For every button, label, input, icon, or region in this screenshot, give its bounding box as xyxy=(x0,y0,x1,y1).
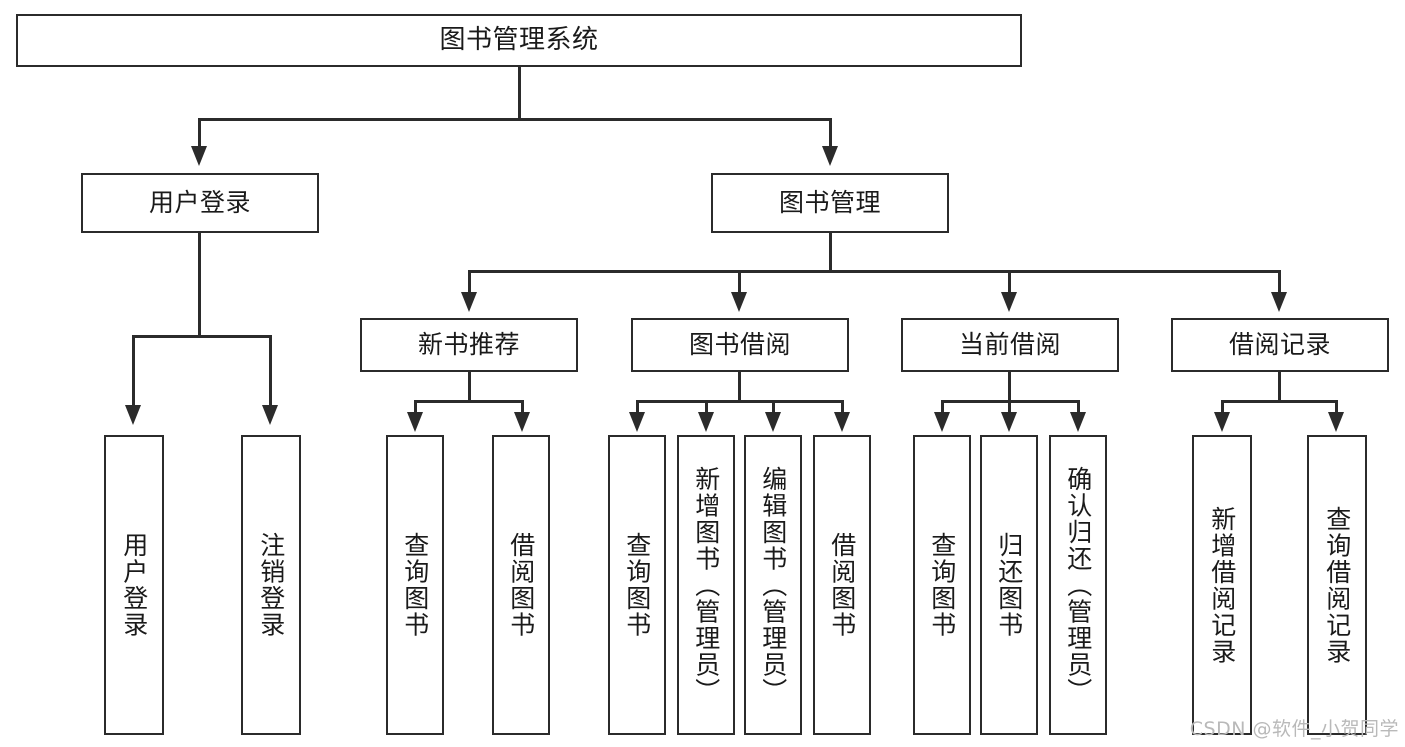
node-label: 图书借阅 xyxy=(688,329,791,359)
leaf-book-borrow-add-book-admin[interactable]: 新增图书（管理员） xyxy=(677,435,735,735)
connector-currentborrow-to-leaf-1 xyxy=(941,400,944,414)
connector-borrow-record-stem xyxy=(1278,372,1281,402)
node-root-book-management-system[interactable]: 图书管理系统 xyxy=(16,14,1022,67)
leaf-book-borrow-query-book[interactable]: 查询图书 xyxy=(608,435,666,735)
csdn-watermark: CSDN @软件_小贺同学 xyxy=(1189,718,1399,740)
connector-book-borrow-stem xyxy=(738,372,741,402)
arrow-root-to-book-management xyxy=(822,146,838,166)
leaf-borrow-record-add-record[interactable]: 新增借阅记录 xyxy=(1192,435,1252,735)
connector-bm-to-book-borrow xyxy=(738,270,741,294)
arrow-root-to-user-login xyxy=(191,146,207,166)
node-label: 新增借阅记录 xyxy=(1207,505,1237,665)
leaf-current-borrow-confirm-return-admin[interactable]: 确认归还（管理员） xyxy=(1049,435,1107,735)
node-label: 借阅记录 xyxy=(1228,329,1331,359)
node-borrow-record[interactable]: 借阅记录 xyxy=(1171,318,1389,372)
connector-bookborrow-to-leaf-2 xyxy=(705,400,708,414)
node-label: 图书管理 xyxy=(778,187,881,217)
node-label: 查询借阅记录 xyxy=(1322,505,1352,665)
connector-new-book-stem xyxy=(468,372,471,402)
connector-bm-to-new-book xyxy=(468,270,471,294)
leaf-user-login-login[interactable]: 用户登录 xyxy=(104,435,164,735)
connector-root-to-book-management xyxy=(829,118,832,148)
arrow-bookborrow-to-leaf-2 xyxy=(698,412,714,432)
connector-bm-to-current-borrow xyxy=(1008,270,1011,294)
node-label: 新书推荐 xyxy=(417,329,520,359)
node-book-borrow[interactable]: 图书借阅 xyxy=(631,318,849,372)
connector-user-login-bar xyxy=(132,335,272,338)
node-label: 用户登录 xyxy=(148,187,251,217)
connector-bookborrow-to-leaf-3 xyxy=(772,400,775,414)
node-label: 借阅图书 xyxy=(827,532,857,638)
arrow-currentborrow-to-leaf-2 xyxy=(1001,412,1017,432)
connector-user-login-to-leaf-2 xyxy=(269,335,272,407)
arrow-bm-to-borrow-record xyxy=(1271,292,1287,312)
connector-book-management-stem xyxy=(829,233,832,273)
node-label: 查询图书 xyxy=(927,532,957,638)
connector-book-management-bar xyxy=(468,270,1280,273)
arrow-bookborrow-to-leaf-4 xyxy=(834,412,850,432)
node-user-login[interactable]: 用户登录 xyxy=(81,173,319,233)
arrow-bm-to-new-book xyxy=(461,292,477,312)
arrow-currentborrow-to-leaf-3 xyxy=(1070,412,1086,432)
connector-user-login-to-leaf-1 xyxy=(132,335,135,407)
leaf-borrow-record-query-record[interactable]: 查询借阅记录 xyxy=(1307,435,1367,735)
leaf-book-borrow-edit-book-admin[interactable]: 编辑图书（管理员） xyxy=(744,435,802,735)
arrow-bookborrow-to-leaf-1 xyxy=(629,412,645,432)
node-label: 归还图书 xyxy=(994,532,1024,638)
leaf-book-borrow-borrow-book[interactable]: 借阅图书 xyxy=(813,435,871,735)
connector-current-borrow-stem xyxy=(1008,372,1011,402)
node-label: 借阅图书 xyxy=(506,532,536,638)
node-new-book-recommend[interactable]: 新书推荐 xyxy=(360,318,578,372)
arrow-bookborrow-to-leaf-3 xyxy=(765,412,781,432)
arrow-newbook-to-leaf-1 xyxy=(407,412,423,432)
connector-bookborrow-to-leaf-1 xyxy=(636,400,639,414)
arrow-bm-to-book-borrow xyxy=(731,292,747,312)
node-label: 注销登录 xyxy=(256,532,286,638)
leaf-new-book-borrow-book[interactable]: 借阅图书 xyxy=(492,435,550,735)
arrow-newbook-to-leaf-2 xyxy=(514,412,530,432)
connector-new-book-bar xyxy=(414,400,524,403)
connector-user-login-stem xyxy=(198,233,201,337)
node-label: 当前借阅 xyxy=(958,329,1061,359)
connector-bm-to-borrow-record xyxy=(1278,270,1281,294)
connector-bookborrow-to-leaf-4 xyxy=(841,400,844,414)
arrow-user-login-to-leaf-1 xyxy=(125,405,141,425)
connector-currentborrow-to-leaf-2 xyxy=(1008,400,1011,414)
node-label: 新增图书（管理员） xyxy=(691,465,721,705)
node-label: 图书管理系统 xyxy=(439,24,599,55)
node-book-management[interactable]: 图书管理 xyxy=(711,173,949,233)
leaf-current-borrow-return-book[interactable]: 归还图书 xyxy=(980,435,1038,735)
node-label: 用户登录 xyxy=(119,532,149,638)
arrow-user-login-to-leaf-2 xyxy=(262,405,278,425)
arrow-borrowrecord-to-leaf-2 xyxy=(1328,412,1344,432)
connector-newbook-to-leaf-2 xyxy=(521,400,524,414)
node-label: 编辑图书（管理员） xyxy=(758,465,788,705)
arrow-borrowrecord-to-leaf-1 xyxy=(1214,412,1230,432)
connector-root-stem xyxy=(518,67,521,120)
arrow-bm-to-current-borrow xyxy=(1001,292,1017,312)
connector-borrowrecord-to-leaf-2 xyxy=(1335,400,1338,414)
node-label: 查询图书 xyxy=(622,532,652,638)
node-current-borrow[interactable]: 当前借阅 xyxy=(901,318,1119,372)
leaf-user-login-logout[interactable]: 注销登录 xyxy=(241,435,301,735)
connector-currentborrow-to-leaf-3 xyxy=(1077,400,1080,414)
leaf-new-book-query-book[interactable]: 查询图书 xyxy=(386,435,444,735)
node-label: 查询图书 xyxy=(400,532,430,638)
connector-borrowrecord-to-leaf-1 xyxy=(1221,400,1224,414)
connector-borrow-record-bar xyxy=(1221,400,1338,403)
node-label: 确认归还（管理员） xyxy=(1063,465,1093,705)
connector-root-to-user-login xyxy=(198,118,201,148)
connector-book-borrow-bar xyxy=(636,400,844,403)
arrow-currentborrow-to-leaf-1 xyxy=(934,412,950,432)
leaf-current-borrow-query-book[interactable]: 查询图书 xyxy=(913,435,971,735)
connector-newbook-to-leaf-1 xyxy=(414,400,417,414)
connector-root-bar xyxy=(198,118,832,121)
